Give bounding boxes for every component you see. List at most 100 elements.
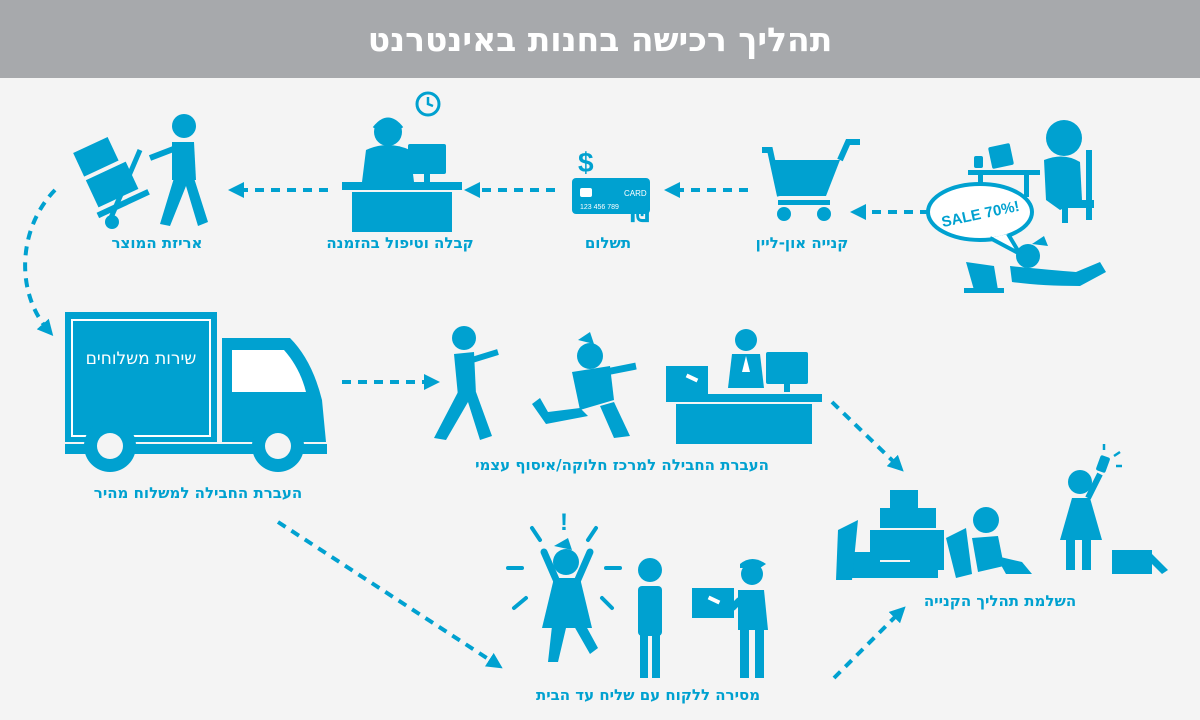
arrow-center-to-completion bbox=[830, 400, 904, 472]
reception-desk-top bbox=[342, 182, 462, 190]
clerk-tie-icon bbox=[742, 356, 750, 372]
walker-legs-icon bbox=[434, 392, 492, 440]
box-icon bbox=[73, 136, 119, 177]
lying-shopper-head-icon bbox=[1016, 244, 1040, 268]
stacked-box-icon bbox=[850, 552, 880, 578]
hand-truck-icon bbox=[107, 149, 143, 221]
person-body-icon bbox=[638, 586, 662, 636]
worker-head-icon bbox=[172, 114, 196, 138]
runner-back-leg-icon bbox=[532, 398, 588, 424]
shopper-illustration bbox=[964, 120, 1106, 293]
home-delivery-illustration: ! bbox=[506, 509, 768, 678]
lying-shopper-body-icon bbox=[1010, 262, 1106, 286]
card-number: 123 456 789 bbox=[580, 204, 619, 211]
sitting-person-head-icon bbox=[973, 507, 999, 533]
happy-person-dress-icon bbox=[1060, 498, 1102, 540]
cart-wheel-icon bbox=[817, 207, 831, 221]
courier-body-icon bbox=[738, 590, 768, 630]
clerk-head-icon bbox=[735, 329, 757, 351]
delivered-parcel-icon bbox=[692, 588, 734, 618]
walker-head-icon bbox=[452, 326, 476, 350]
card-label: CARD bbox=[624, 189, 647, 198]
order-handling-illustration bbox=[342, 91, 462, 232]
runner-bow-icon bbox=[578, 332, 594, 344]
person-head-icon bbox=[638, 558, 662, 582]
step-completion-label: השלמת תהליך הקנייה bbox=[924, 592, 1076, 610]
runner-front-leg-icon bbox=[600, 402, 630, 438]
service-counter-icon bbox=[676, 404, 812, 444]
happy-person-head-icon bbox=[1068, 470, 1092, 494]
bow-icon bbox=[1032, 236, 1048, 246]
shopper-chair-icon bbox=[1058, 200, 1094, 208]
shopping-cart-icon bbox=[762, 139, 860, 221]
payment-illustration: $ CARD 123 456 789 ₪ bbox=[572, 147, 650, 228]
packing-illustration bbox=[73, 114, 208, 229]
sale-bubble: SALE 70%! bbox=[926, 182, 1034, 256]
dollar-icon: $ bbox=[578, 147, 594, 178]
worker-body-icon bbox=[172, 142, 196, 180]
flow-arrows bbox=[23, 182, 945, 680]
exclamation-icon: ! bbox=[560, 509, 568, 536]
walker-body-icon bbox=[454, 352, 476, 396]
operator-head-icon bbox=[374, 118, 402, 146]
step-packing-label: אריזת המוצר bbox=[112, 234, 203, 252]
sitting-person-legs-icon bbox=[996, 556, 1032, 574]
laptop-icon bbox=[988, 143, 1014, 169]
delivery-truck-icon bbox=[65, 312, 327, 472]
credit-card-icon bbox=[572, 178, 650, 214]
hand-truck-wheel-icon bbox=[105, 215, 119, 229]
step-courier-transfer-label: העברת החבילה למשלוח מהיר bbox=[94, 484, 302, 502]
arrow-home-to-completion bbox=[832, 606, 906, 680]
stacked-box-icon bbox=[890, 490, 918, 508]
distribution-center-illustration bbox=[434, 326, 822, 444]
monitor-icon bbox=[408, 144, 446, 174]
step-home-delivery-label: מסירה ללקוח עם שליח עד הבית bbox=[536, 686, 760, 704]
reception-desk-icon bbox=[352, 192, 452, 232]
truck-window-icon bbox=[232, 350, 306, 392]
box-icon bbox=[85, 161, 139, 208]
worker-legs-icon bbox=[160, 178, 208, 226]
card-chip-icon bbox=[580, 188, 592, 197]
step-payment-label: תשלום bbox=[585, 234, 631, 252]
sitting-person-body-icon bbox=[972, 536, 1004, 572]
courier-head-icon bbox=[741, 563, 763, 585]
truck-cargo-box bbox=[65, 312, 217, 442]
completion-illustration bbox=[836, 444, 1168, 580]
customer-bow-icon bbox=[554, 538, 572, 550]
truck-sign: שירות משלוחים bbox=[86, 349, 197, 369]
step-labels: קנייה און-ליין תשלום קבלה וטיפול בהזמנה … bbox=[94, 234, 1076, 704]
stacked-box-icon bbox=[880, 562, 938, 578]
excitement-lines-icon bbox=[506, 526, 622, 610]
page-title: תהליך רכישה בחנות באינטרנט bbox=[367, 19, 833, 59]
cart-wheel-icon bbox=[777, 207, 791, 221]
coffee-cup-icon bbox=[974, 156, 983, 168]
arrow-packing-to-truck bbox=[23, 188, 57, 337]
runner-body-icon bbox=[572, 366, 614, 410]
sale-bubble-shape bbox=[926, 182, 1034, 242]
step-order-handling-label: קבלה וטיפול בהזמנה bbox=[326, 234, 473, 252]
title-bar: תהליך רכישה בחנות באינטרנט bbox=[0, 0, 1200, 78]
customer-dress-icon bbox=[542, 578, 592, 628]
clock-icon bbox=[415, 91, 441, 117]
phone-icon bbox=[1096, 455, 1110, 473]
arrow-truck-to-home bbox=[276, 520, 503, 669]
courier-cap-icon bbox=[740, 559, 766, 568]
parcel-icon bbox=[666, 366, 708, 394]
step-distribution-center-label: העברת החבילה למרכז חלוקה/איסוף עצמי bbox=[475, 456, 769, 474]
phone-sparkle-icon bbox=[1102, 444, 1122, 468]
shopper-torso-icon bbox=[1044, 156, 1082, 210]
counter-monitor-icon bbox=[766, 352, 808, 384]
runner-head-icon bbox=[577, 343, 603, 369]
shekel-icon: ₪ bbox=[630, 203, 650, 228]
small-laptop-icon bbox=[966, 262, 998, 290]
customer-legs-icon bbox=[548, 626, 598, 662]
step-online-purchase-label: קנייה און-ליין bbox=[756, 234, 849, 252]
shopper-head-icon bbox=[1046, 120, 1082, 156]
stacked-box-icon bbox=[880, 508, 936, 528]
desk-icon bbox=[968, 170, 1040, 175]
customer-head-icon bbox=[553, 549, 579, 575]
operator-body-icon bbox=[362, 145, 414, 182]
service-counter-top bbox=[666, 394, 822, 402]
headset-icon bbox=[372, 117, 404, 129]
